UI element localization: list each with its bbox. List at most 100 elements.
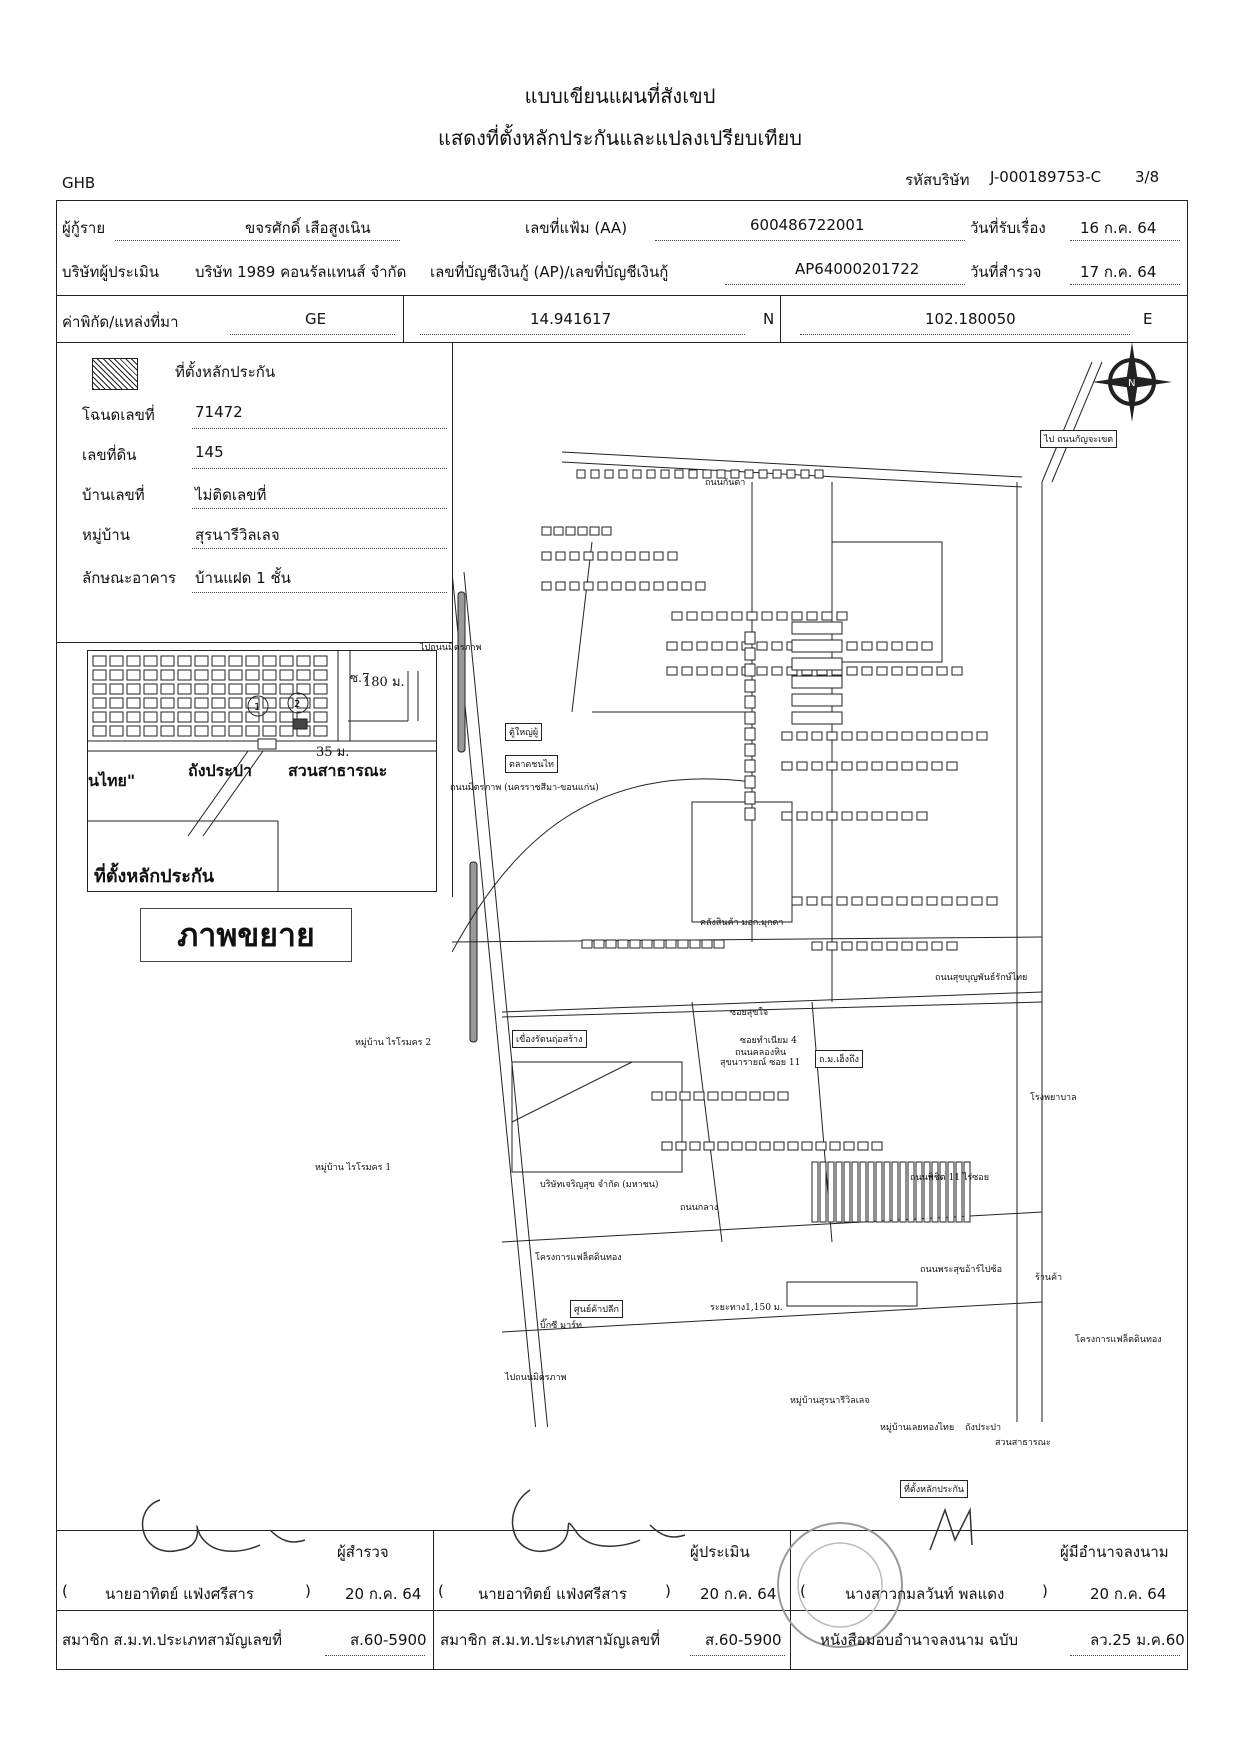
location-map: N <box>452 342 1172 1427</box>
page-number: 3/8 <box>1135 168 1160 186</box>
appraiser-date: 20 ก.ค. 64 <box>700 1585 777 1603</box>
map-label: ที่ตั้งหลักประกัน <box>900 1480 969 1498</box>
inset-distance-2: 35 ม. <box>316 745 350 760</box>
inset-tank: ถังประปา <box>188 761 252 780</box>
coord-label: ค่าพิกัด/แหล่งที่มา <box>62 313 179 331</box>
map-label: บริษัทเจริญสุข จำกัด (มหาชน) <box>540 1180 659 1190</box>
form-frame <box>56 200 1188 1670</box>
building-label: ลักษณะอาคาร <box>82 569 177 587</box>
file-no-label: เลขที่แฟ้ม (AA) <box>525 219 628 237</box>
map-label: โครงการแฟล็ตดินทอง <box>1075 1335 1162 1345</box>
land-label: เลขที่ดิน <box>82 446 137 464</box>
company-code: J-000189753-C <box>990 168 1102 186</box>
company-code-label: รหัสบริษัท <box>905 171 970 189</box>
map-label: ถังประปา <box>965 1423 1001 1433</box>
map-label: ตู้ใหญ่ผู้ <box>505 723 543 741</box>
surveyor-name: นายอาทิตย์ แฟ่งศรีสาร <box>105 1585 254 1603</box>
village-label: หมู่บ้าน <box>82 526 130 544</box>
page-subtitle: แสดงที่ตั้งหลักประกันและแปลงเปรียบเทียบ <box>438 126 802 150</box>
zoom-label: ภาพขยาย <box>140 908 352 962</box>
surveyor-member: ส.60-5900 <box>350 1631 427 1649</box>
map-label: ถนนพิชิต 11 ไร่ซอย <box>910 1173 989 1183</box>
surveyor-date: 20 ก.ค. 64 <box>345 1585 422 1603</box>
deed-value: 71472 <box>195 403 243 421</box>
appraiser-role: ผู้ประเมิน <box>690 1543 750 1561</box>
map-label: ไป ถนนกัญจะเขต <box>1040 430 1118 448</box>
map-label: ไปถนนมิตรภาพ <box>505 1373 567 1383</box>
map-label: บิ๊กซี มาร์ท <box>540 1321 582 1331</box>
appraiser-member-label: สมาชิก ส.ม.ท.ประเภทสามัญเลขที่ <box>440 1631 660 1649</box>
map-label: ร้านค้า <box>1035 1273 1063 1283</box>
house-label: บ้านเลขที่ <box>82 486 145 504</box>
map-label: ตลาดชนไท <box>505 755 558 773</box>
inset-lot-1: 1 <box>254 702 260 713</box>
inset-collateral: ที่ตั้งหลักประกัน <box>94 866 215 887</box>
poa-value: ลว.25 ม.ค.60 <box>1090 1631 1185 1649</box>
map-label: ถ.ม.เฮ็งถึง <box>815 1050 863 1068</box>
map-label: สุขนารายณ์ ซอย 11 <box>720 1058 801 1068</box>
signer-role: ผู้มีอำนาจลงนาม <box>1060 1543 1169 1561</box>
appraiser-name: นายอาทิตย์ แฟ่งศรีสาร <box>478 1585 627 1603</box>
survey-value: 17 ก.ค. 64 <box>1080 263 1157 281</box>
map-label: ศูนย์ค้าปลีก <box>570 1300 623 1318</box>
signer-date: 20 ก.ค. 64 <box>1090 1585 1167 1603</box>
map-label: ถนนกลาง <box>680 1203 719 1213</box>
map-label: ถนนคลองหิน <box>735 1048 787 1058</box>
borrower-label: ผู้กู้ราย <box>62 219 106 237</box>
map-label: ถนนมิตรภาพ (นครราชสีมา-ขอนแก่น) <box>450 783 599 793</box>
map-label: หมู่บ้านสุรนารีวิลเลจ <box>790 1396 870 1406</box>
latitude: 14.941617 <box>530 310 612 328</box>
company-stamp <box>777 1522 903 1648</box>
map-label: ซอยทำเนียม 4 <box>740 1036 797 1046</box>
appraiser-member: ส.60-5900 <box>705 1631 782 1649</box>
page-title: แบบเขียนแผนที่สังเขป <box>524 84 716 108</box>
map-label: คลังสินค้า มอก.มุกดา <box>700 918 784 928</box>
inset-park: สวนสาธารณะ <box>288 761 388 780</box>
received-label: วันที่รับเรื่อง <box>970 219 1046 237</box>
appraiser-signature <box>511 1489 686 1553</box>
latitude-dir: N <box>763 310 775 328</box>
appraiser-label: บริษัทผู้ประเมิน <box>62 263 160 281</box>
file-no-value: 600486722001 <box>750 216 865 234</box>
map-label: ถนนพระสุขอ้าร์ไปซ้อ <box>920 1265 1003 1275</box>
collateral-hatch-icon <box>92 358 138 390</box>
house-value: ไม่ติดเลขที่ <box>195 486 267 504</box>
surveyor-signature <box>141 1499 306 1553</box>
inset-map: 1 2 ซ.7 180 ม. 35 ม. สวนสาธารณะ ถังประปา… <box>87 650 437 892</box>
inset-village: นไทย" <box>88 771 136 790</box>
longitude-dir: E <box>1143 310 1153 328</box>
surveyor-member-label: สมาชิก ส.ม.ท.ประเภทสามัญเลขที่ <box>62 1631 282 1649</box>
svg-text:N: N <box>1128 378 1135 389</box>
north-arrow-icon: N <box>1092 342 1172 422</box>
account-label: เลขที่บัญชีเงินกู้ (AP)/เลขที่บัญชีเงินก… <box>430 263 669 281</box>
received-value: 16 ก.ค. 64 <box>1080 219 1157 237</box>
building-value: บ้านแฝด 1 ชั้น <box>195 569 291 587</box>
inset-map-drawing: 1 2 <box>88 651 436 891</box>
org-code: GHB <box>62 174 96 192</box>
poa-label: หนังสือมอบอำนาจลงนาม ฉบับ <box>820 1631 1019 1649</box>
borrower-value: ขจรศักดิ์ เสือสูงเนิน <box>245 219 371 237</box>
map-label: หมู่บ้าน ไรโรมคร 1 <box>315 1163 392 1173</box>
map-label: ระยะทาง1,150 ม. <box>710 1303 783 1313</box>
map-label: ถนนกันตา <box>705 478 746 488</box>
inset-road: ซ.7 <box>350 671 370 685</box>
map-label: หมู่บ้านเลยทองไทย <box>880 1423 955 1433</box>
inset-distance: 180 ม. <box>363 675 405 690</box>
village-value: สุรนารีวิลเลจ <box>195 526 280 544</box>
appraiser-value: บริษัท 1989 คอนรัลแทนส์ จำกัด <box>195 263 407 281</box>
signer-signature <box>929 1507 973 1551</box>
account-value: AP64000201722 <box>795 260 920 278</box>
map-label: ซอยสุขใจ <box>730 1008 769 1018</box>
longitude: 102.180050 <box>925 310 1016 328</box>
land-value: 145 <box>195 443 224 461</box>
map-label: หมู่บ้าน ไรโรมคร 2 <box>355 1038 432 1048</box>
map-label: โรงพยาบาล <box>1030 1093 1077 1103</box>
map-label: เขื่องรัตนฤ่อสร้าง <box>512 1030 587 1048</box>
coord-source: GE <box>305 310 327 328</box>
signer-name: นางสาวกมลวันท์ พลแดง <box>845 1585 1005 1603</box>
inset-lot-2: 2 <box>294 699 300 710</box>
deed-label: โฉนดเลขที่ <box>82 406 155 424</box>
map-label: ถนนสุขบุญพันธ์รักษ์ไทย <box>935 973 1028 983</box>
map-label: สวนสาธารณะ <box>995 1438 1051 1448</box>
survey-label: วันที่สำรวจ <box>970 263 1042 281</box>
